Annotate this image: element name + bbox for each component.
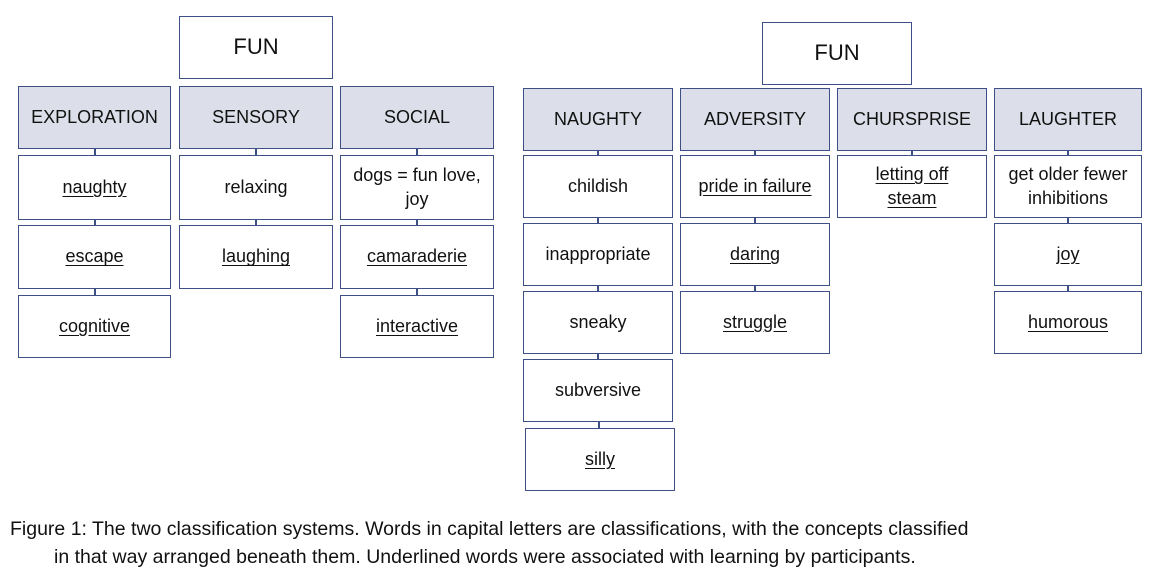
category-label: SOCIAL — [383, 106, 451, 127]
concept-label: struggle — [722, 311, 788, 332]
concept-label: camaraderie — [366, 246, 468, 267]
concept-box: camaraderie — [340, 225, 494, 289]
category-label: CHURSPRISE — [852, 108, 972, 129]
right-category-adversity: ADVERSITY — [680, 88, 830, 151]
concept-box: letting off steam — [837, 155, 987, 218]
connector — [94, 149, 96, 155]
concept-label: pride in failure — [698, 175, 812, 196]
connector — [1067, 218, 1069, 223]
left-root-box: FUN — [179, 16, 333, 79]
concept-box: struggle — [680, 291, 830, 354]
connector — [754, 151, 756, 155]
concept-label: escape — [65, 246, 124, 267]
connector — [911, 151, 913, 155]
connector — [754, 286, 756, 291]
concept-box: subversive — [523, 359, 673, 422]
concept-label: relaxing — [224, 176, 288, 197]
concept-box: silly — [525, 428, 675, 491]
concept-box: cognitive — [18, 295, 171, 358]
concept-box: escape — [18, 225, 171, 289]
connector — [94, 220, 96, 225]
concept-label: interactive — [375, 315, 459, 336]
right-root-box: FUN — [762, 22, 912, 85]
connector — [597, 286, 599, 291]
connector — [255, 149, 257, 155]
concept-box: childish — [523, 155, 673, 218]
concept-label: get older fewer inhibitions — [1008, 164, 1128, 208]
left-category-exploration: EXPLORATION — [18, 86, 171, 149]
right-category-chursprise: CHURSPRISE — [837, 88, 987, 151]
category-label: SENSORY — [212, 106, 300, 127]
connector — [597, 151, 599, 155]
left-root-label: FUN — [233, 34, 279, 60]
concept-label: inappropriate — [545, 243, 651, 264]
right-category-naughty: NAUGHTY — [523, 88, 673, 151]
concept-box: relaxing — [179, 155, 333, 220]
concept-box: interactive — [340, 295, 494, 358]
caption-line-2: in that way arranged beneath them. Under… — [54, 546, 916, 569]
concept-box: sneaky — [523, 291, 673, 354]
connector — [416, 289, 418, 295]
concept-box: pride in failure — [680, 155, 830, 218]
left-category-social: SOCIAL — [340, 86, 494, 149]
concept-label: naughty — [62, 176, 127, 197]
concept-label: letting off steam — [875, 164, 949, 208]
figure-caption: Figure 1: The two classification systems… — [10, 515, 1150, 572]
left-category-sensory: SENSORY — [179, 86, 333, 149]
concept-box: joy — [994, 223, 1142, 286]
concept-box: dogs = fun love, joy — [340, 155, 494, 220]
connector — [416, 220, 418, 225]
concept-label: subversive — [554, 379, 642, 400]
concept-label: dogs = fun love, joy — [353, 165, 481, 209]
connector — [598, 422, 600, 428]
category-label: NAUGHTY — [553, 108, 642, 129]
connector — [416, 149, 418, 155]
concept-box: inappropriate — [523, 223, 673, 286]
concept-box: get older fewer inhibitions — [994, 155, 1142, 218]
category-label: EXPLORATION — [31, 106, 158, 127]
concept-label: childish — [567, 175, 629, 196]
concept-label: humorous — [1027, 311, 1109, 332]
concept-label: cognitive — [58, 315, 131, 336]
caption-line-1: Figure 1: The two classification systems… — [10, 518, 969, 540]
connector — [597, 354, 599, 359]
concept-label: joy — [1056, 243, 1080, 264]
category-label: LAUGHTER — [1018, 108, 1117, 129]
concept-label: laughing — [221, 246, 291, 267]
concept-box: daring — [680, 223, 830, 286]
concept-box: laughing — [179, 225, 333, 289]
connector — [94, 289, 96, 295]
right-category-laughter: LAUGHTER — [994, 88, 1142, 151]
concept-label: silly — [585, 448, 615, 469]
connector — [255, 220, 257, 225]
connector — [754, 218, 756, 223]
right-root-label: FUN — [814, 40, 860, 66]
connector — [1067, 286, 1069, 291]
connector — [1067, 151, 1069, 155]
concept-label: sneaky — [569, 311, 627, 332]
connector — [597, 218, 599, 223]
category-label: ADVERSITY — [703, 108, 807, 129]
concept-box: humorous — [994, 291, 1142, 354]
concept-box: naughty — [18, 155, 171, 220]
concept-label: daring — [729, 243, 781, 264]
